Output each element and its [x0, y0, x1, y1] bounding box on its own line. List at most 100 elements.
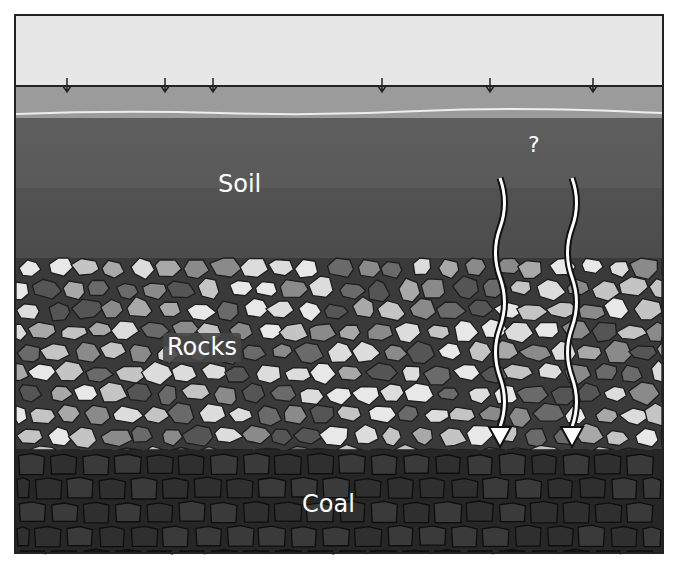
- rock: [619, 277, 648, 296]
- rock: [184, 260, 210, 279]
- rock: [577, 345, 602, 360]
- rock: [604, 298, 629, 320]
- rock: [421, 279, 445, 298]
- rock: [394, 445, 424, 451]
- rock: [271, 429, 292, 445]
- coal-lump: [532, 454, 556, 474]
- soil-layer: [16, 118, 662, 258]
- rock: [504, 322, 533, 343]
- coal-lump: [563, 549, 590, 552]
- rock: [337, 406, 361, 422]
- rock: [519, 345, 552, 362]
- coal-lump: [67, 527, 92, 546]
- grass-layer: [16, 86, 662, 118]
- rock: [503, 364, 533, 380]
- rock: [55, 361, 84, 381]
- rock: [384, 345, 407, 361]
- rock: [240, 258, 268, 277]
- rock: [217, 301, 238, 321]
- rock: [230, 281, 253, 296]
- coal-lump: [131, 526, 157, 546]
- rock: [595, 363, 616, 379]
- rock: [339, 325, 361, 341]
- rock: [517, 305, 548, 321]
- rock: [407, 341, 435, 364]
- rock: [130, 344, 152, 363]
- coal-lump: [114, 454, 141, 473]
- coal-lump: [244, 502, 269, 523]
- rock: [268, 260, 293, 276]
- coal-lump: [388, 477, 413, 498]
- rock: [533, 403, 565, 421]
- coal-lump: [466, 501, 493, 521]
- rock: [483, 448, 505, 451]
- rock: [412, 427, 433, 445]
- coal-lump: [420, 478, 445, 498]
- rock: [596, 408, 618, 423]
- rock: [28, 322, 56, 339]
- rock: [258, 406, 282, 426]
- rock: [398, 405, 419, 421]
- coal-lump: [194, 477, 221, 497]
- rock: [440, 428, 467, 447]
- rock: [28, 364, 56, 381]
- coal-lump: [258, 478, 286, 498]
- coal-lump: [643, 477, 661, 498]
- rock: [171, 448, 194, 451]
- rock: [469, 341, 492, 362]
- rock: [661, 426, 662, 447]
- rock: [294, 427, 323, 444]
- rock: [605, 340, 632, 363]
- coal-lump: [211, 549, 238, 552]
- rock: [101, 299, 123, 318]
- rock: [49, 258, 73, 276]
- rock: [336, 445, 364, 451]
- rock: [510, 280, 531, 295]
- coal-lump: [452, 526, 477, 547]
- rock: [423, 366, 450, 385]
- coal-lump: [227, 478, 253, 498]
- rock: [295, 259, 318, 278]
- coal-texture: [17, 453, 661, 554]
- rock: [453, 276, 479, 299]
- coal-lump: [371, 454, 396, 474]
- coal-lump: [115, 503, 140, 522]
- rock: [410, 298, 436, 319]
- layer-label: Soil: [218, 170, 261, 199]
- rock: [319, 426, 348, 446]
- rock: [99, 382, 127, 402]
- rock: [630, 258, 658, 279]
- rock: [172, 364, 197, 382]
- rock: [88, 322, 112, 336]
- layer-label: Coal: [302, 490, 355, 519]
- rock: [48, 427, 71, 446]
- rock: [225, 367, 250, 383]
- coal-lump: [515, 525, 541, 546]
- coal-lump: [17, 478, 30, 498]
- coal-lump: [468, 455, 492, 475]
- rock: [17, 429, 43, 443]
- coal-lump: [100, 526, 125, 546]
- rock: [243, 345, 266, 361]
- coal-lump: [578, 525, 604, 546]
- coal-lump: [258, 526, 285, 546]
- rock: [378, 301, 406, 321]
- coal-lump: [210, 502, 236, 522]
- rock: [358, 260, 380, 278]
- coal-lump: [196, 526, 221, 545]
- coal-lump: [210, 454, 237, 474]
- rock: [256, 365, 281, 384]
- rock: [324, 304, 348, 319]
- rock: [338, 366, 363, 381]
- rock: [606, 431, 629, 446]
- rock: [255, 448, 280, 450]
- rock: [413, 258, 430, 275]
- rock: [425, 409, 450, 422]
- rock: [577, 383, 601, 402]
- rock: [380, 384, 404, 402]
- rock: [182, 425, 213, 446]
- rock: [155, 260, 182, 277]
- coal-lump: [563, 501, 590, 523]
- rock: [294, 343, 324, 364]
- rock: [40, 344, 70, 361]
